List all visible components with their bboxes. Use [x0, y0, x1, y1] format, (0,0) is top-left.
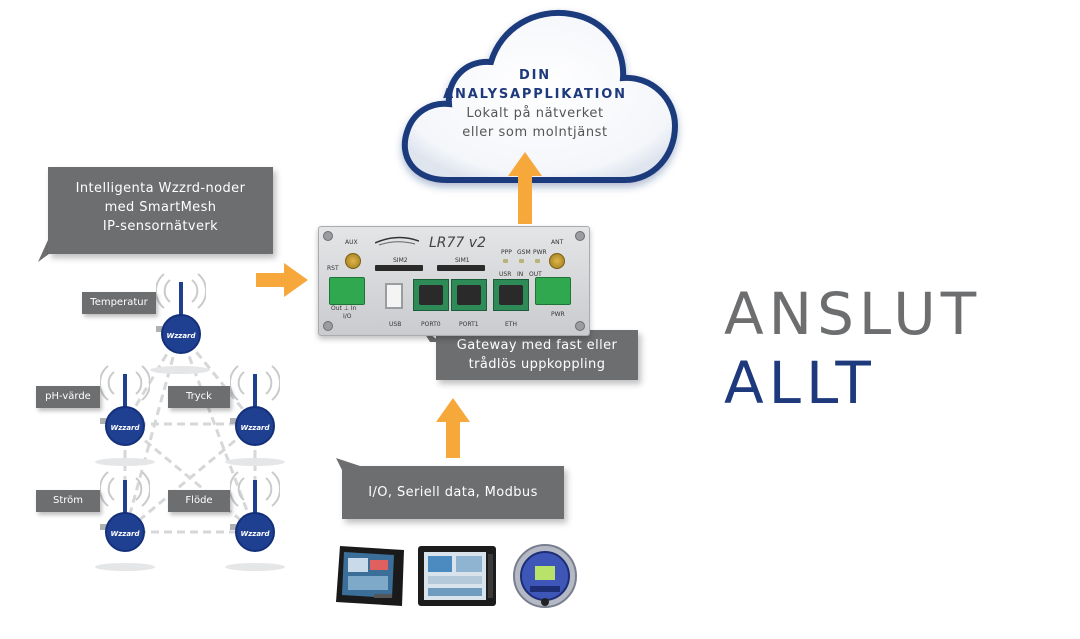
eth-ethernet	[493, 279, 529, 311]
node-logo-ph: Wzzard	[110, 424, 140, 432]
hmi-panel-device	[336, 546, 404, 606]
power-meter-device	[513, 544, 577, 608]
sensor-node-current: Wzzard	[100, 471, 150, 552]
node-logo-current: Wzzard	[110, 530, 140, 538]
nodes-bubble-line2: med SmartMesh	[104, 200, 217, 215]
router-label-ppp: PPP	[501, 249, 512, 256]
node-logo-temperature: Wzzard	[166, 332, 196, 340]
touch-panel-device	[418, 546, 496, 606]
nodes-bubble-line3: IP-sensornätverk	[102, 219, 219, 234]
screw-icon	[323, 231, 333, 241]
sim2-slot	[375, 265, 423, 271]
router-label-in: IN	[517, 271, 524, 278]
router-label-usr: USR	[499, 271, 512, 278]
node-logo-flow: Wzzard	[240, 530, 270, 538]
label-ph: pH-värde	[36, 386, 100, 408]
router-label-gsm: GSM	[517, 249, 531, 256]
screw-icon	[575, 321, 585, 331]
nodes-bubble: Intelligenta Wzzrd-noder med SmartMesh I…	[48, 167, 273, 254]
io-terminal-block	[329, 277, 365, 305]
sensor-node-ph: Wzzard	[100, 365, 150, 446]
arrow-up-from-io-icon	[436, 398, 470, 458]
router-label-port1: PORT1	[459, 321, 479, 328]
io-bubble: I/O, Seriell data, Modbus	[342, 466, 564, 519]
antenna-connector-aux	[345, 253, 361, 269]
gateway-bubble: Gateway med fast eller trådlös uppkoppli…	[436, 330, 638, 380]
led-ppp	[503, 259, 508, 263]
router-label-io-top: Out ⊥ In	[331, 305, 357, 312]
mesh-network	[95, 331, 285, 571]
sensor-node-flow: Wzzard	[230, 471, 280, 552]
label-pressure: Tryck	[168, 386, 230, 408]
cloud-title-line1: DIN	[519, 68, 551, 83]
gateway-bubble-line1: Gateway med fast eller	[456, 338, 618, 353]
screw-icon	[323, 321, 333, 331]
cloud-text: DIN ANALYSAPPLIKATION Lokalt på nätverke…	[430, 66, 640, 142]
router-label-pwr: PWR	[551, 311, 565, 318]
sensor-node-temperature: Wzzard	[156, 273, 206, 354]
gateway-bubble-line2: trådlös uppkoppling	[468, 357, 606, 372]
router-logo-icon	[375, 236, 419, 246]
router-label-sim2: SIM2	[393, 257, 408, 264]
router-label-ant: ANT	[551, 239, 564, 246]
router-label-eth: ETH	[505, 321, 517, 328]
cloud-subtitle-line1: Lokalt på nätverket	[466, 106, 604, 121]
router-label-io: I/O	[343, 313, 352, 320]
nodes-bubble-line1: Intelligenta Wzzrd-noder	[75, 181, 246, 196]
cloud-shape	[401, 10, 679, 183]
port0-ethernet	[413, 279, 449, 311]
led-pwr	[535, 259, 540, 263]
router-label-rst: RST	[327, 265, 339, 272]
router-model: LR77 v2	[429, 235, 486, 251]
arrow-right-to-gateway-icon	[256, 263, 308, 297]
usb-port	[385, 283, 403, 309]
antenna-connector-ant	[549, 253, 565, 269]
cloud-subtitle-line2: eller som molntjänst	[462, 125, 608, 140]
router-label-usb: USB	[389, 321, 402, 328]
sensor-node-pressure: Wzzard	[230, 365, 280, 446]
router-label-port0: PORT0	[421, 321, 441, 328]
headline-line1: ANSLUT	[724, 280, 982, 348]
node-logo-pressure: Wzzard	[240, 424, 270, 432]
power-terminal-block	[535, 277, 571, 305]
router-label-sim1: SIM1	[455, 257, 470, 264]
arrow-up-to-cloud-icon	[508, 152, 542, 224]
led-gsm	[519, 259, 524, 263]
router-label-pwr-led: PWR	[533, 249, 547, 256]
router-label-out: OUT	[529, 271, 542, 278]
screw-icon	[575, 231, 585, 241]
label-temperature: Temperatur	[82, 292, 156, 314]
headline-line2: ALLT	[724, 349, 876, 417]
label-flow: Flöde	[168, 490, 230, 512]
gateway-router: AUX ANT LR77 v2 PPP GSM PWR SIM2 SIM1 RS…	[318, 226, 590, 336]
port1-ethernet	[451, 279, 487, 311]
cloud-title-line2: ANALYSAPPLIKATION	[443, 87, 627, 102]
router-label-aux: AUX	[345, 239, 358, 246]
label-current: Ström	[36, 490, 100, 512]
sim1-slot	[437, 265, 485, 271]
